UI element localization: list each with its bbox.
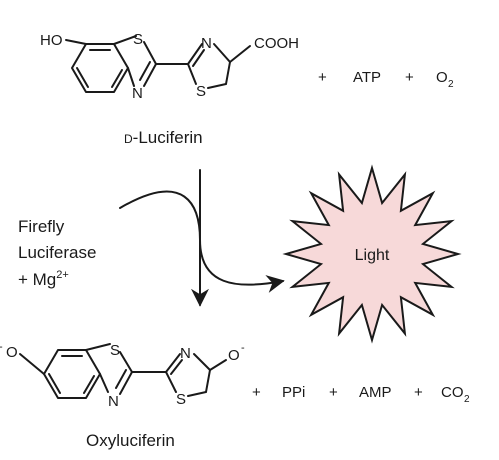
co-products: + PPi + AMP + CO 2 — [252, 384, 470, 405]
luciferin-name-suffix: -Luciferin — [133, 128, 203, 147]
luciferin-cooh-label: COOH — [254, 35, 299, 52]
reaction-arrows — [119, 169, 285, 307]
amp-label: AMP — [359, 384, 392, 401]
plus-sign: + — [252, 384, 261, 401]
enzyme-line-luciferase: Luciferase — [18, 243, 96, 262]
light-star-shape — [282, 164, 462, 344]
oxy-s1-label: S — [110, 342, 120, 359]
oxy-s2-label: S — [176, 391, 186, 408]
plus-sign: + — [405, 69, 414, 86]
luciferin-structure: HO S N N S COOH — [40, 31, 299, 102]
light-label: Light — [355, 247, 390, 264]
enzyme-line-mg: + Mg2+ — [18, 269, 69, 289]
co2-label: CO — [441, 384, 464, 401]
oxy-n1-label: N — [108, 393, 119, 410]
curved-arrow — [119, 190, 285, 293]
co-reactants: + ATP + O 2 — [318, 69, 454, 90]
atp-label: ATP — [353, 69, 381, 86]
magnesium-label: + Mg — [18, 270, 56, 289]
luciferin-s1-label: S — [133, 31, 143, 48]
luciferin-bonds — [65, 35, 251, 93]
oxy-charge-left: - — [0, 341, 3, 353]
enzyme-line-firefly: Firefly — [18, 217, 65, 236]
plus-sign: + — [318, 69, 327, 86]
enzyme-label: Firefly Luciferase + Mg2+ — [18, 217, 96, 289]
luciferin-ho-label: HO — [40, 32, 63, 49]
luciferin-s2-label: S — [196, 83, 206, 100]
luciferin-name: D-Luciferin — [124, 128, 203, 147]
oxygen-label: O — [436, 69, 448, 86]
oxy-n2-label: N — [180, 345, 191, 362]
oxyluciferin-bonds — [19, 343, 227, 399]
magnesium-charge: 2+ — [56, 269, 69, 281]
oxy-o-right-label: O — [228, 347, 240, 364]
luciferin-n2-label: N — [201, 35, 212, 52]
oxy-o-left-label: O — [6, 344, 18, 361]
plus-sign: + — [414, 384, 423, 401]
luciferin-d-prefix: D — [124, 132, 133, 146]
oxyluciferin-structure: O - S N N S O - — [0, 341, 245, 410]
ppi-label: PPi — [282, 384, 305, 401]
oxyluciferin-name: Oxyluciferin — [86, 431, 175, 450]
plus-sign: + — [329, 384, 338, 401]
oxy-charge-right: - — [241, 342, 245, 354]
oxygen-subscript: 2 — [448, 79, 454, 90]
co2-subscript: 2 — [464, 394, 470, 405]
luciferin-n1-label: N — [132, 85, 143, 102]
light-burst: Light — [282, 164, 462, 344]
